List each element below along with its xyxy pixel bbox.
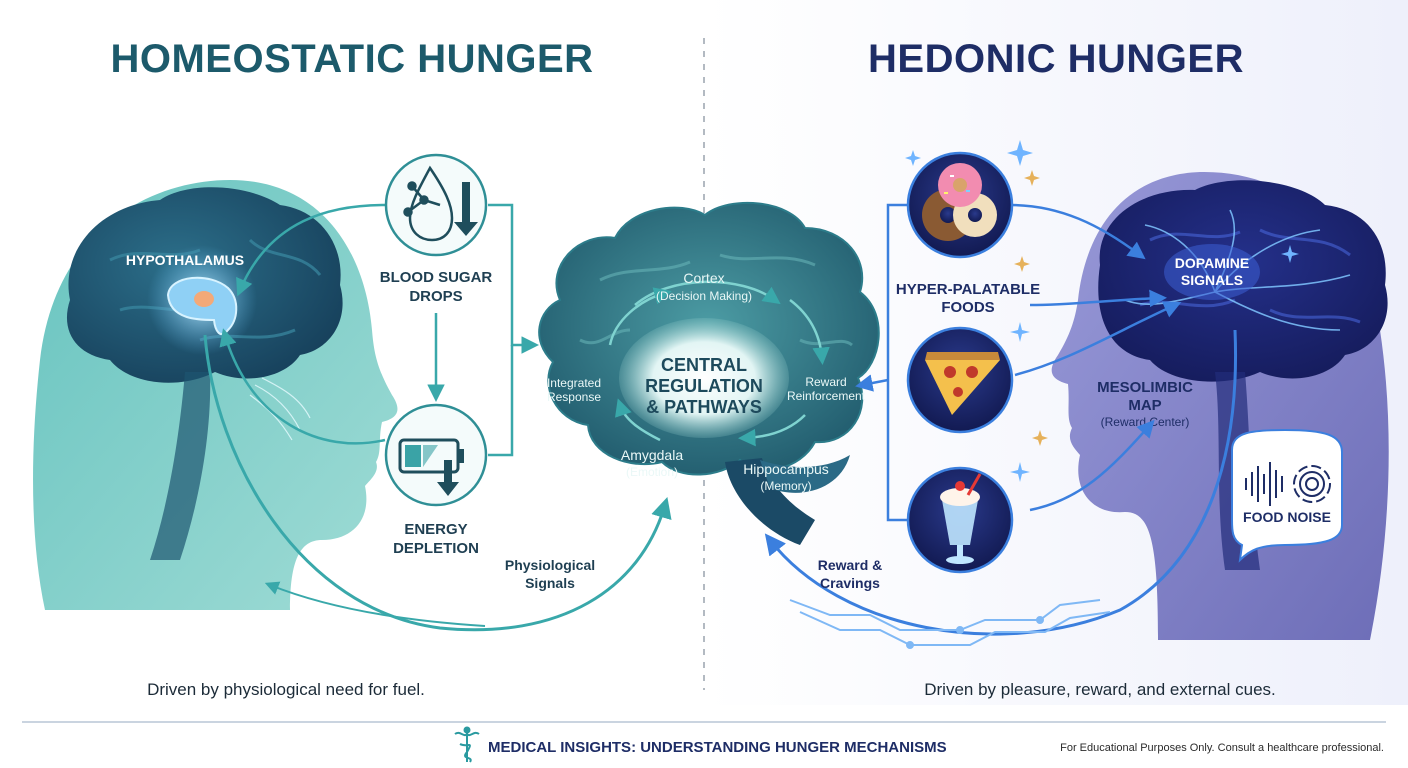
integrated-response-line2: Response [547, 390, 601, 404]
physiological-signals-line1: Physiological [505, 557, 595, 573]
sparkle-icons [905, 140, 1299, 482]
homeostatic-title: HOMEOSTATIC HUNGER [110, 37, 593, 81]
central-title-line3: & PATHWAYS [646, 397, 762, 417]
donut-icon [922, 163, 997, 241]
footer-title: MEDICAL INSIGHTS: UNDERSTANDING HUNGER M… [488, 739, 947, 756]
pizza-icon [925, 352, 1000, 415]
gold-sparkle-icons [1014, 170, 1048, 446]
mesolimbic-label-line1: MESOLIMBIC [1097, 379, 1193, 396]
sound-wave-icon [1245, 462, 1331, 506]
reward-reinforcement-line1: Reward [805, 375, 846, 389]
food-noise-bubble [1231, 428, 1343, 563]
homeostatic-flow-lines [203, 203, 672, 632]
energy-icon-circle [384, 403, 488, 507]
foods-label-line1: HYPER-PALATABLE [896, 281, 1040, 298]
dopamine-glow [1164, 244, 1260, 300]
integrated-response-line1: Integrated [547, 376, 601, 390]
amygdala-sublabel: (Emotion) [626, 465, 678, 479]
low-battery-icon [398, 438, 464, 474]
energy-label-line2: DEPLETION [393, 540, 479, 557]
reward-reinforcement-line2: Reinforcement [787, 389, 866, 403]
down-arrow-icon [437, 460, 459, 496]
dopamine-label-line2: SIGNALS [1181, 272, 1243, 288]
hippocampus-sublabel: (Memory) [760, 479, 811, 493]
down-arrow-icon [454, 182, 478, 236]
reward-cravings-line1: Reward & [818, 557, 883, 573]
homeostatic-caption: Driven by physiological need for fuel. [147, 680, 425, 699]
hedonic-title: HEDONIC HUNGER [868, 37, 1244, 81]
physiological-signals-line2: Signals [525, 575, 575, 591]
amygdala-label: Amygdala [621, 447, 683, 463]
foods-label-line2: FOODS [941, 299, 994, 316]
energy-label-line1: ENERGY [404, 521, 467, 538]
food-noise-label: FOOD NOISE [1243, 509, 1331, 525]
blood-sugar-label-line1: BLOOD SUGAR [380, 269, 493, 286]
donut-circle [906, 151, 1014, 259]
blood-sugar-label-line2: DROPS [409, 288, 462, 305]
central-glow [619, 318, 789, 438]
reward-cravings-line2: Cravings [820, 575, 880, 591]
blood-sugar-icon-circle [384, 153, 488, 257]
milkshake-icon [940, 473, 982, 564]
hedonic-caption: Driven by pleasure, reward, and external… [924, 680, 1276, 699]
hedonic-flow-lines [764, 203, 1237, 636]
cortex-sublabel: (Decision Making) [656, 289, 752, 303]
milkshake-circle [906, 466, 1014, 574]
molecule-droplet-icon [403, 165, 454, 242]
central-flow-lines [608, 280, 830, 447]
central-title-line1: CENTRAL [661, 355, 747, 375]
nerve-lines [249, 377, 311, 441]
cortex-label: Cortex [683, 270, 724, 286]
circuit-trace [789, 599, 1111, 649]
central-title-line2: REGULATION [645, 376, 763, 396]
dopamine-label-line1: DOPAMINE [1175, 255, 1249, 271]
mesolimbic-label-line2: MAP [1128, 397, 1161, 414]
hypothalamus-core [194, 291, 214, 307]
hippocampus-label: Hippocampus [743, 461, 829, 477]
hypothalamus-label: HYPOTHALAMUS [126, 252, 244, 268]
footer-disclaimer: For Educational Purposes Only. Consult a… [1060, 742, 1384, 754]
pizza-circle [906, 326, 1014, 434]
mesolimbic-sublabel: (Reward Center) [1101, 415, 1190, 429]
caduceus-icon [454, 726, 480, 763]
